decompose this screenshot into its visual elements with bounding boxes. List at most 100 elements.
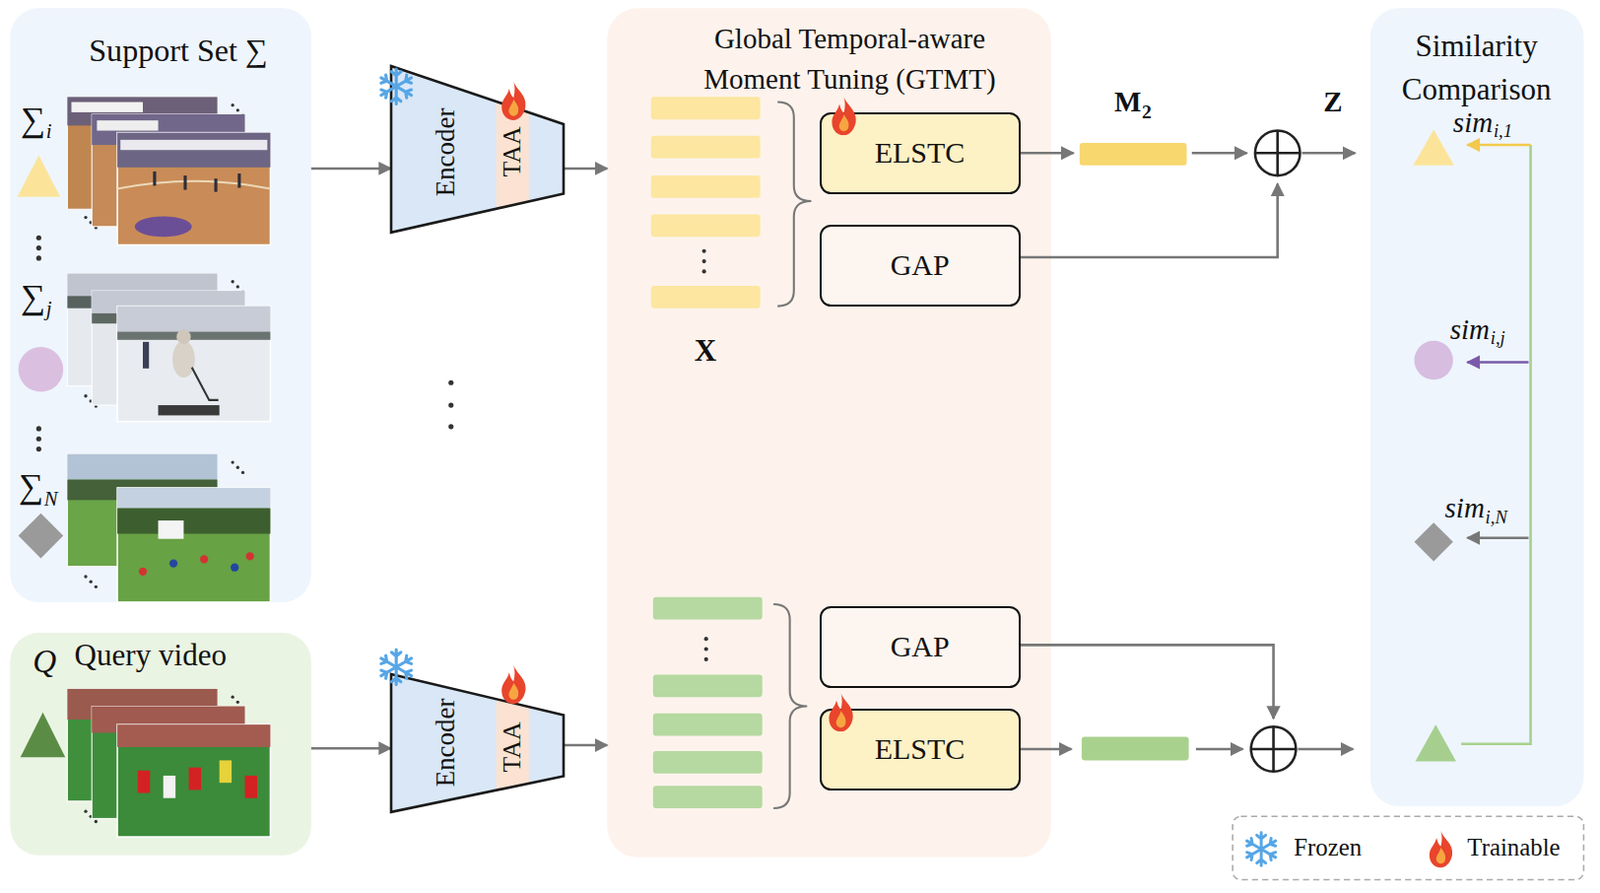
frozen-icon: [378, 68, 413, 104]
encoder-block: EncoderTAA: [391, 66, 564, 233]
moment-bars: [1079, 142, 1188, 166]
sum-operators: [1255, 131, 1301, 177]
legend-text: Trainable: [1466, 833, 1560, 863]
ellipsis-dots: [89, 580, 93, 584]
fusion-wires: [1020, 747, 1072, 751]
fusion-wires: [1020, 183, 1278, 258]
similarity-index: i,j: [1490, 327, 1506, 348]
field-frames: [158, 520, 185, 539]
similarity-arrows: [1466, 535, 1529, 539]
hockey-frames: [158, 404, 220, 415]
ellipsis-dots: [36, 255, 42, 261]
ellipsis-dots: [94, 819, 98, 823]
connector-arrow: [311, 167, 392, 171]
feature-tokens: [653, 597, 763, 620]
basketball-frames: [66, 96, 270, 245]
module-label: ELSTC: [874, 135, 966, 171]
ellipsis-dots: [702, 259, 707, 264]
trainable-icon: [828, 96, 860, 135]
class-markers: [20, 712, 67, 758]
ellipsis-dots: [230, 460, 234, 464]
field-frames: [138, 567, 147, 576]
panel-title: Support Set ∑: [88, 32, 268, 69]
basketball-frames: [214, 178, 218, 192]
curly-brackets: [777, 102, 811, 307]
class-markers: [18, 346, 65, 393]
feature-tokens: [651, 285, 761, 309]
class-index: j: [46, 297, 53, 322]
football-frames: [189, 767, 201, 791]
encoder-label: Encoder: [430, 698, 462, 788]
ellipsis-dots: [241, 470, 245, 474]
basketball-frames: [152, 171, 156, 186]
feature-tokens: [653, 673, 763, 697]
field-frames: [246, 551, 255, 560]
football-frames: [163, 775, 176, 799]
prototype-markers: [1414, 340, 1454, 380]
prototype-markers: [1412, 129, 1454, 165]
ellipsis-dots: [236, 700, 240, 704]
hockey-frames: [117, 332, 270, 340]
ellipsis-dots: [36, 245, 42, 251]
class-index: N: [44, 487, 59, 512]
ellipsis-dots: [36, 436, 42, 442]
hockey-frames: [142, 341, 149, 369]
class-markers: [18, 513, 65, 559]
encoder-shape: [391, 673, 564, 812]
class-index: i: [46, 120, 53, 144]
prototype-markers: [1412, 129, 1457, 761]
fusion-wires: [1020, 152, 1356, 749]
encoder-label: Encoder: [430, 107, 462, 197]
legend-text: Frozen: [1293, 833, 1362, 863]
ellipsis-dots: [236, 284, 240, 288]
ellipsis-dots: [448, 401, 454, 407]
sum-operators: [1251, 726, 1297, 772]
hockey-frames: [176, 329, 192, 343]
encoder-shape: [391, 673, 564, 812]
adapter-strip: [495, 698, 529, 790]
panel-grounds: [9, 632, 312, 856]
field-frames: [117, 487, 270, 602]
ellipsis-dots: [702, 268, 707, 273]
ellipsis-dots: [230, 695, 234, 699]
panel-title: Query video: [74, 637, 227, 673]
adapter-label: TAA: [497, 721, 528, 772]
encoder-outline: [391, 66, 564, 233]
fusion-wires: [1020, 644, 1274, 719]
panel-grounds: [9, 7, 1584, 857]
set-symbol: ∑: [20, 100, 46, 141]
ellipsis-dots: [230, 103, 234, 107]
connector-arrow: [311, 746, 392, 750]
ellipsis-dots: [236, 108, 240, 112]
moment-symbol: M: [1114, 85, 1141, 119]
ellipsis-dots: [448, 380, 454, 386]
basketball-frames: [120, 139, 267, 150]
football-frames: [245, 775, 258, 799]
feature-tokens: [653, 785, 763, 808]
ellipsis-dots: [36, 103, 709, 823]
ellipsis-dots: [36, 446, 42, 452]
fused-symbol: Z: [1323, 85, 1342, 119]
moment-bars: [1081, 736, 1190, 761]
sum-operators: [1251, 726, 1297, 772]
basketball-frames: [71, 102, 144, 113]
legend-icon: [1429, 830, 1453, 868]
curly-brackets: [773, 102, 811, 809]
class-markers: [17, 154, 67, 757]
gap-module: GAP: [819, 224, 1021, 307]
hockey-frames: [117, 306, 270, 422]
hockey-frames: [117, 306, 270, 333]
fusion-wires: [1192, 151, 1248, 155]
connector-arrow: [563, 167, 608, 171]
football-frames: [117, 724, 270, 837]
ellipsis-dots: [704, 636, 709, 641]
similarity-arrows: [1461, 144, 1531, 744]
feature-tokens: [653, 750, 763, 774]
ellipsis-dots: [36, 425, 42, 431]
trainable-icon: [831, 96, 856, 135]
basketball-frames: [117, 133, 270, 168]
football-frames: [66, 688, 270, 837]
similarity-arrows: [1466, 143, 1531, 147]
panel-grounds: [606, 7, 1052, 857]
panel-grounds: [9, 7, 312, 602]
